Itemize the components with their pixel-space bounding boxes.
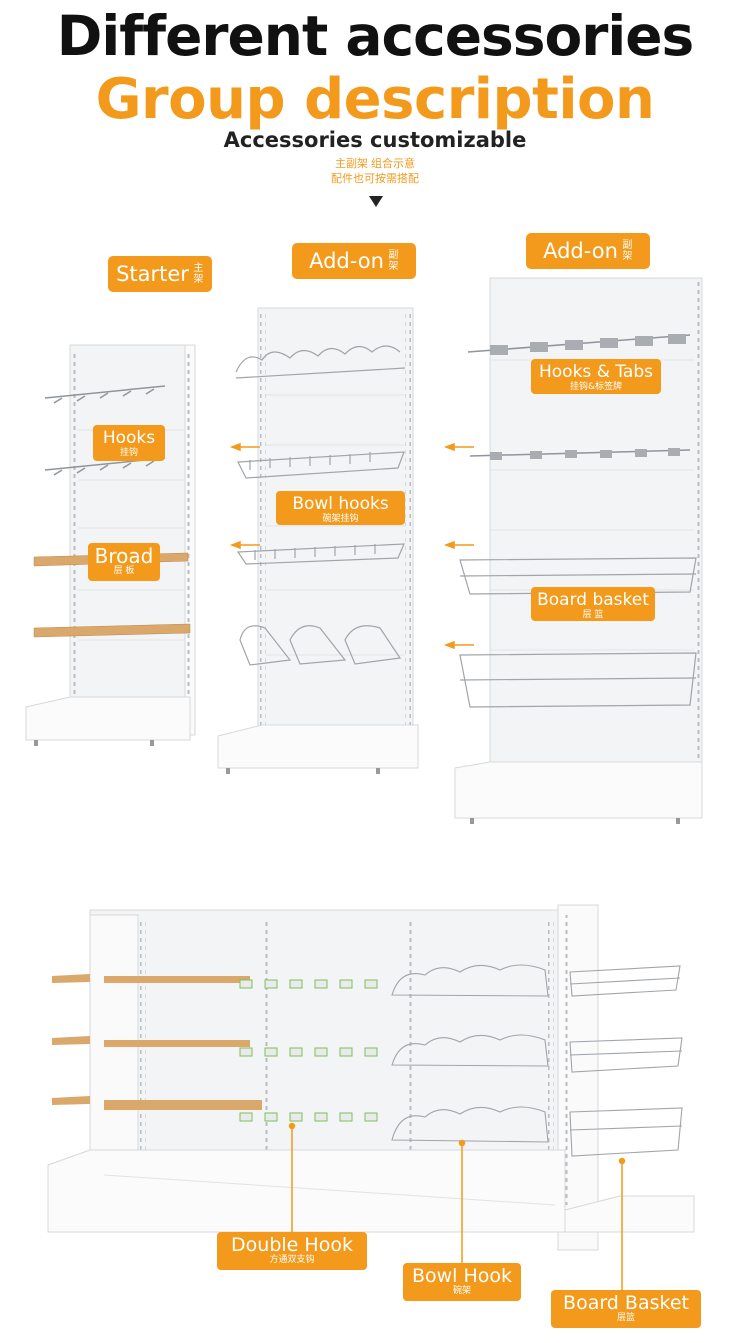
addon-cn-1: 副架 xyxy=(388,250,399,272)
addon-tag-1: Add-on 副架 xyxy=(292,243,416,279)
addon-unit-1 xyxy=(217,307,419,774)
board-basket-2-text: Board Basket xyxy=(563,1292,689,1314)
starter-cn: 主架 xyxy=(193,263,204,285)
cn-caption-2: 配件也可按需搭配 xyxy=(331,173,419,185)
tagline: Accessories customizable xyxy=(223,128,527,152)
starter-label: Starter xyxy=(116,262,189,286)
pointer-arrows xyxy=(229,442,474,650)
gondola-combined xyxy=(47,904,695,1251)
hooks-tabs-label: Hooks & Tabs 挂钩&标签牌 xyxy=(531,359,661,394)
hooks-tabs-cn: 挂钩&标签牌 xyxy=(569,382,623,392)
addon-tag-2: Add-on 副架 xyxy=(526,233,650,269)
bowl-hook-text: Bowl Hook xyxy=(411,1265,513,1287)
broad-label: Broad 层 板 xyxy=(88,543,160,581)
starter-unit xyxy=(25,344,196,746)
bowl-hooks-label: Bowl hooks 碗架挂钩 xyxy=(276,491,405,525)
broad-text: Broad xyxy=(94,544,154,568)
bowl-hook-cn: 碗架 xyxy=(452,1286,471,1296)
board-basket-2-cn: 层篮 xyxy=(616,1313,635,1323)
board-basket-label: Board basket 层 篮 xyxy=(531,587,655,621)
page-subtitle: Group description xyxy=(95,67,655,132)
double-hook-label: Double Hook 方通双支钩 xyxy=(217,1232,367,1270)
addon-cn-2: 副架 xyxy=(622,240,633,262)
down-arrow-icon xyxy=(369,196,383,207)
addon-label-2: Add-on xyxy=(543,239,618,263)
hooks-label: Hooks 挂钩 xyxy=(93,425,165,461)
page-title: Different accessories xyxy=(56,4,695,68)
board-basket-2-label: Board Basket 层篮 xyxy=(551,1290,701,1328)
bowl-hooks-cn: 碗架挂钩 xyxy=(322,514,359,524)
callout-lines xyxy=(288,1122,626,1290)
double-hook-cn: 方通双支钩 xyxy=(269,1255,315,1265)
starter-tag: Starter 主架 xyxy=(108,256,212,292)
cn-caption-1: 主副架 组合示意 xyxy=(334,158,416,170)
board-basket-text: Board basket xyxy=(537,590,649,610)
board-basket-cn: 层 篮 xyxy=(582,610,604,620)
double-hook-text: Double Hook xyxy=(231,1234,353,1256)
broad-cn: 层 板 xyxy=(113,566,135,576)
bowl-hook-label: Bowl Hook 碗架 xyxy=(403,1263,521,1301)
addon-label-1: Add-on xyxy=(309,249,384,273)
bowl-hooks-text: Bowl hooks xyxy=(292,494,389,514)
hooks-tabs-text: Hooks & Tabs xyxy=(539,362,653,382)
hooks-text: Hooks xyxy=(102,428,156,448)
hooks-cn: 挂钩 xyxy=(119,448,138,458)
